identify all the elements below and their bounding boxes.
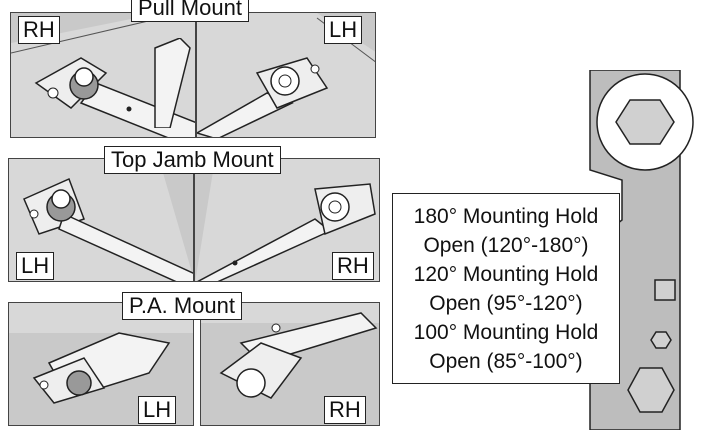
spec-line-100-range: Open (85°-100°) [429,350,583,373]
pull-mount-lh-illustration [197,13,375,137]
pull-left-tag: RH [18,16,60,44]
pull-mount-title: Pull Mount [131,0,249,22]
spec-line-120-range: Open (95°-120°) [429,292,583,315]
mounting-hold-open-spec-box: 180° Mounting Hold Open (120°-180°) 120°… [392,193,620,384]
spec-line-180: 180° Mounting Hold [413,205,599,228]
pa-left-tag: LH [138,396,177,424]
top-jamb-right-tag: RH [332,252,374,280]
pull-mount-lh-panel [196,12,376,138]
pa-mount-rh-illustration [201,303,379,399]
top-jamb-lh-illustration [9,159,193,281]
spec-line-180-range: Open (120°-180°) [423,234,589,257]
pa-mount-title: P.A. Mount [122,292,242,320]
top-jamb-mount-title: Top Jamb Mount [104,146,281,174]
pull-right-tag: LH [324,16,363,44]
spec-line-120: 120° Mounting Hold [413,263,599,286]
top-jamb-rh-panel [194,158,380,282]
pa-right-tag: RH [324,396,366,424]
top-jamb-rh-illustration [195,159,379,281]
pull-bracket-illustration [154,38,191,128]
spec-line-100: 100° Mounting Hold [413,321,599,344]
top-jamb-left-tag: LH [16,252,55,280]
